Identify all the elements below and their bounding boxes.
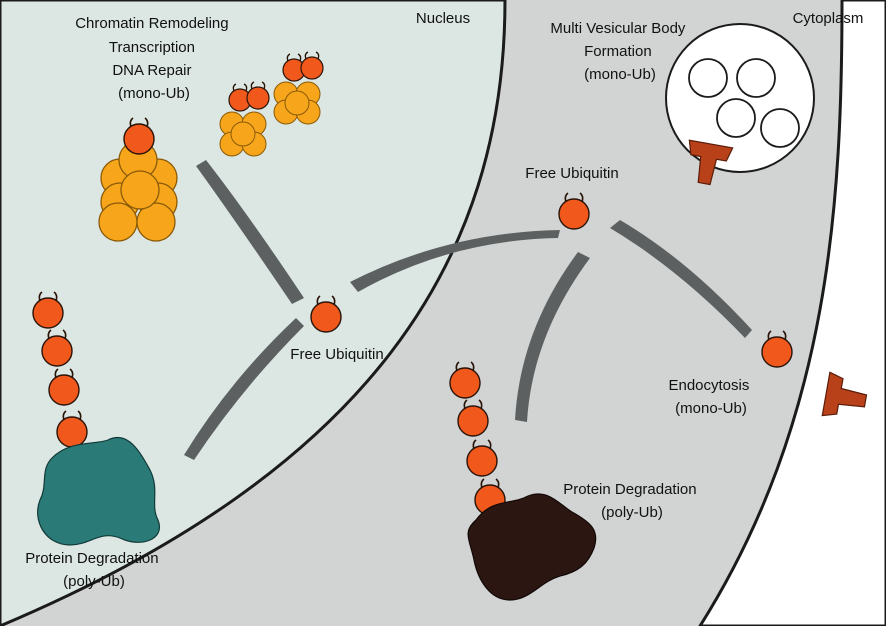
- chromatin-label: Chromatin Remodeling Transcription DNA R…: [75, 15, 233, 102]
- arrow-chromatin-to-free-ub: [196, 160, 304, 304]
- free-ubiquitin-cytoplasm-label: Free Ubiquitin: [525, 165, 618, 182]
- multivesicular-body: [665, 23, 815, 173]
- plasma-membrane: [698, 0, 886, 626]
- endocytosis-label: Endocytosis (mono-Ub): [668, 377, 753, 417]
- nuclear-substrate-protein: [37, 437, 161, 546]
- cytoplasm-label: Cytoplasm: [793, 10, 864, 27]
- nuclear-degradation-label: Protein Degradation (poly-Ub): [25, 550, 163, 590]
- mvb-label: Multi Vesicular Body Formation (mono-Ub): [550, 20, 689, 83]
- pathway-arrows: [184, 160, 752, 460]
- free-ubiquitin-nucleus-label: Free Ubiquitin: [290, 346, 383, 363]
- nucleus-label: Nucleus: [416, 10, 470, 27]
- arrow-free-ub-to-degradation: [515, 252, 590, 422]
- cytoplasmic-degradation-label: Protein Degradation (poly-Ub): [563, 481, 701, 521]
- arrow-free-ub-to-endocytosis: [610, 220, 752, 338]
- cytoplasmic-substrate-protein: [467, 493, 597, 601]
- arrow-nucleus-to-cytoplasm-ub: [350, 230, 560, 292]
- arrow-degradation-to-free-ub: [184, 318, 304, 460]
